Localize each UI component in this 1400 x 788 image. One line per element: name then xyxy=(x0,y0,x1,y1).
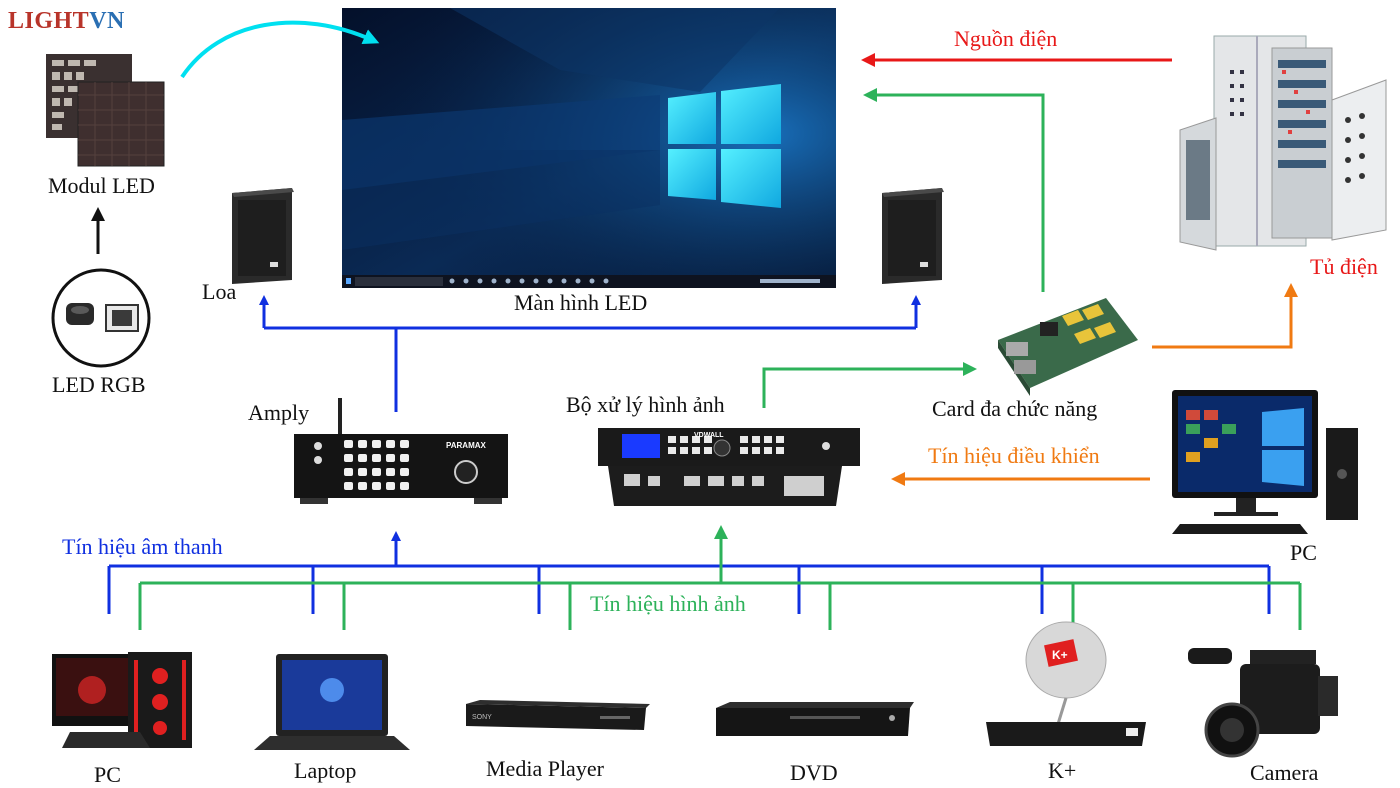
taskbar-search xyxy=(355,277,443,286)
logo-part1: LIGHT xyxy=(8,8,90,34)
taskbar xyxy=(342,275,836,288)
card-to-cabinet-arrow xyxy=(1152,283,1298,349)
media-player-image xyxy=(466,700,650,730)
taskbar-icons xyxy=(449,278,820,284)
dvd-player-image xyxy=(716,702,914,736)
sony-text: SONY xyxy=(472,714,492,721)
source-label-dvd: DVD xyxy=(790,760,838,785)
source-label-laptop: Laptop xyxy=(294,758,357,783)
card-label: Card đa chức năng xyxy=(932,396,1098,421)
source-label-media-player: Media Player xyxy=(486,756,604,781)
video-camera-image xyxy=(1188,648,1338,758)
logo-part2: VN xyxy=(89,8,125,34)
led-rgb-image xyxy=(51,268,151,368)
audio-signal-label: Tín hiệu âm thanh xyxy=(62,534,223,559)
kplus-receiver-image xyxy=(986,621,1146,746)
source-label-camera: Camera xyxy=(1250,760,1319,785)
start-icon xyxy=(346,278,351,284)
laptop-image xyxy=(254,654,410,750)
led-rgb-label: LED RGB xyxy=(52,372,146,397)
processor-brand-text: VDWALL xyxy=(694,432,724,439)
control-card-image xyxy=(998,298,1138,396)
source-label-pc: PC xyxy=(94,762,121,787)
kplus-logo-text: K+ xyxy=(1052,648,1068,662)
video-lines xyxy=(138,88,1302,630)
amp-brand-text: PARAMAX xyxy=(446,441,487,450)
brand-logo: LIGHTVN xyxy=(8,8,125,35)
audio-lines xyxy=(107,295,1271,614)
pc-gaming-image xyxy=(52,652,192,748)
desktop-pc-right-image xyxy=(1172,390,1358,534)
video-processor-image xyxy=(598,428,860,506)
amply-label: Amply xyxy=(248,400,310,425)
led-screen xyxy=(342,8,836,288)
cabinet-label: Tủ điện xyxy=(1310,254,1378,279)
modul-led-label: Modul LED xyxy=(48,173,155,198)
source-label-kplus: K+ xyxy=(1048,758,1077,783)
amplifier-image xyxy=(294,398,508,504)
led-screen-label: Màn hình LED xyxy=(514,290,648,315)
video-signal-label: Tín hiệu hình ảnh xyxy=(590,591,746,616)
processor-label: Bộ xử lý hình ảnh xyxy=(566,392,725,417)
windows-logo-icon xyxy=(668,84,781,208)
module-to-screen-arrow xyxy=(180,20,380,79)
led-module-image xyxy=(46,54,165,167)
electrical-cabinet-image xyxy=(1179,35,1387,251)
pc-right-label: PC xyxy=(1290,540,1317,565)
power-label: Nguồn điện xyxy=(954,26,1058,51)
speaker-left-icon xyxy=(232,188,294,284)
control-signal-label: Tín hiệu điều khiển xyxy=(928,443,1100,468)
loa-label: Loa xyxy=(202,279,237,304)
speaker-right-icon xyxy=(882,188,944,284)
